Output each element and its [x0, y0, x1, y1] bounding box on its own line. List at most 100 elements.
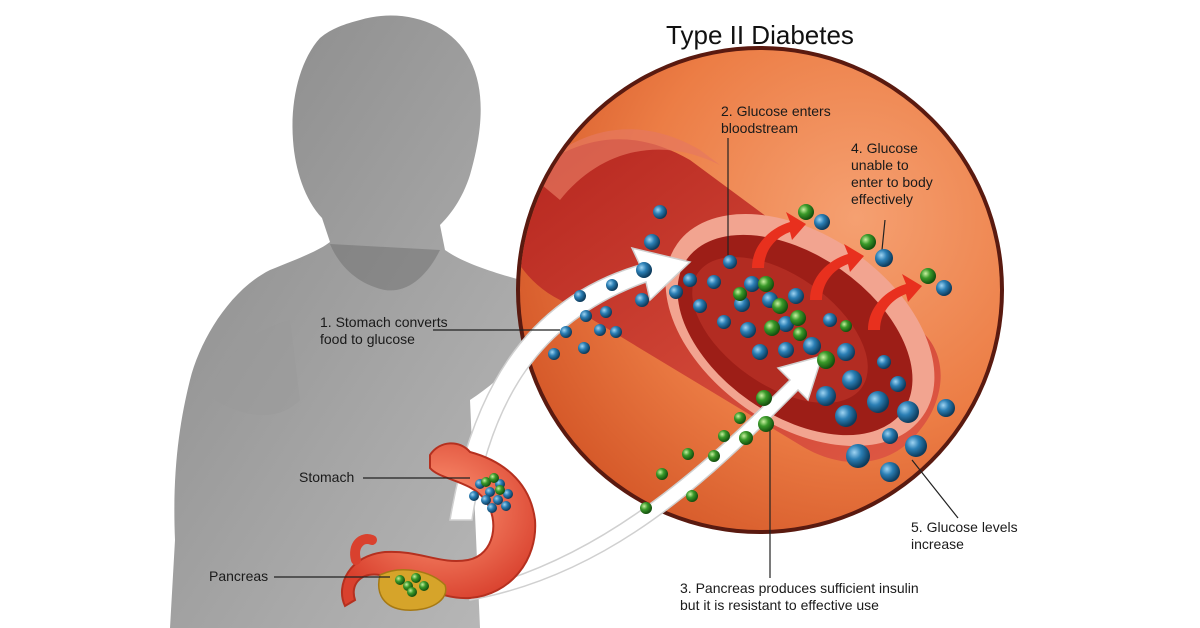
glucose-molecule: [937, 399, 955, 417]
glucose-molecule: [723, 255, 737, 269]
glucose-molecule: [610, 326, 622, 338]
insulin-molecule: [682, 448, 694, 460]
leader-lines: [274, 138, 959, 578]
glucose-molecule: [816, 386, 836, 406]
glucose-molecule: [803, 337, 821, 355]
glucose-molecule: [707, 275, 721, 289]
diagram-title: Type II Diabetes: [666, 20, 854, 50]
insulin-molecule: [817, 351, 835, 369]
glucose-molecule: [752, 344, 768, 360]
glucose-molecule: [600, 306, 612, 318]
insulin-molecule: [758, 276, 774, 292]
insulin-molecule: [495, 485, 505, 495]
insulin-molecule: [395, 575, 405, 585]
label-step4-line1: 4. Glucose: [851, 140, 918, 156]
glucose-molecule: [814, 214, 830, 230]
glucose-molecule: [778, 342, 794, 358]
insulin-molecule: [739, 431, 753, 445]
glucose-molecule: [606, 279, 618, 291]
glucose-molecule: [877, 355, 891, 369]
label-step1-line1: 1. Stomach converts: [320, 314, 448, 330]
glucose-molecule: [936, 280, 952, 296]
label-step4-line2: unable to: [851, 157, 909, 173]
insulin-molecule: [411, 573, 421, 583]
insulin-molecule: [798, 204, 814, 220]
glucose-molecule: [744, 276, 760, 292]
insulin-molecule: [686, 490, 698, 502]
glucose-molecule: [636, 262, 652, 278]
glucose-molecule: [493, 495, 503, 505]
glucose-molecule: [835, 405, 857, 427]
insulin-molecule: [656, 468, 668, 480]
glucose-molecule: [574, 290, 586, 302]
label-step4-line3: enter to body: [851, 174, 933, 190]
insulin-molecule: [708, 450, 720, 462]
label-step4-line4: effectively: [851, 191, 913, 207]
label-step1: 1. Stomach converts food to glucose: [320, 314, 448, 348]
glucose-molecule: [594, 324, 606, 336]
glucose-molecule: [875, 249, 893, 267]
glucose-molecule: [481, 495, 491, 505]
insulin-molecule: [407, 587, 417, 597]
glucose-molecule: [890, 376, 906, 392]
label-step3: 3. Pancreas produces sufficient insulin …: [680, 580, 919, 614]
exit-arrows: [752, 212, 922, 330]
label-step5-line1: 5. Glucose levels: [911, 519, 1018, 535]
glucose-molecule: [897, 401, 919, 423]
insulin-molecule: [756, 390, 772, 406]
glucose-molecule: [717, 315, 731, 329]
glucose-molecule: [469, 491, 479, 501]
glucose-molecule: [683, 273, 697, 287]
glucose-molecule: [578, 342, 590, 354]
insulin-molecule: [772, 298, 788, 314]
glucose-molecule: [580, 310, 592, 322]
insulin-molecule: [481, 477, 491, 487]
glucose-molecule: [487, 503, 497, 513]
label-step3-line1: 3. Pancreas produces sufficient insulin: [680, 580, 919, 596]
glucose-molecule: [842, 370, 862, 390]
glucose-molecule: [548, 348, 560, 360]
insulin-molecule: [920, 268, 936, 284]
glucose-molecule: [560, 326, 572, 338]
label-step3-line2: but it is resistant to effective use: [680, 597, 879, 613]
glucose-molecule: [880, 462, 900, 482]
insulin-molecule: [489, 473, 499, 483]
insulin-molecule: [640, 502, 652, 514]
glucose-molecule: [644, 234, 660, 250]
molecules: [395, 204, 955, 597]
glucose-molecule: [867, 391, 889, 413]
glucose-molecule: [635, 293, 649, 307]
glucose-molecule: [653, 205, 667, 219]
glucose-molecule: [778, 316, 794, 332]
glucose-molecule: [501, 501, 511, 511]
insulin-molecule: [734, 412, 746, 424]
label-step5-line2: increase: [911, 536, 964, 552]
glucose-molecule: [837, 343, 855, 361]
glucose-molecule: [823, 313, 837, 327]
insulin-molecule: [419, 581, 429, 591]
glucose-molecule: [740, 322, 756, 338]
glucose-molecule: [905, 435, 927, 457]
label-stomach: Stomach: [299, 469, 355, 485]
insulin-molecule: [718, 430, 730, 442]
insulin-molecule: [840, 320, 852, 332]
label-step2-line1: 2. Glucose enters: [721, 103, 831, 119]
glucose-molecule: [669, 285, 683, 299]
glucose-molecule: [485, 487, 495, 497]
glucose-molecule: [788, 288, 804, 304]
insulin-molecule: [793, 327, 807, 341]
label-step2-line2: bloodstream: [721, 120, 799, 136]
label-step4: 4. Glucose unable to enter to body effec…: [851, 140, 933, 208]
glucose-molecule: [693, 299, 707, 313]
label-pancreas: Pancreas: [209, 568, 269, 584]
insulin-molecule: [758, 416, 774, 432]
insulin-molecule: [790, 310, 806, 326]
insulin-molecule: [764, 320, 780, 336]
insulin-molecule: [860, 234, 876, 250]
label-step2: 2. Glucose enters bloodstream: [721, 103, 831, 137]
label-step1-line2: food to glucose: [320, 331, 415, 347]
label-step5: 5. Glucose levels increase: [911, 519, 1018, 553]
glucose-molecule: [882, 428, 898, 444]
